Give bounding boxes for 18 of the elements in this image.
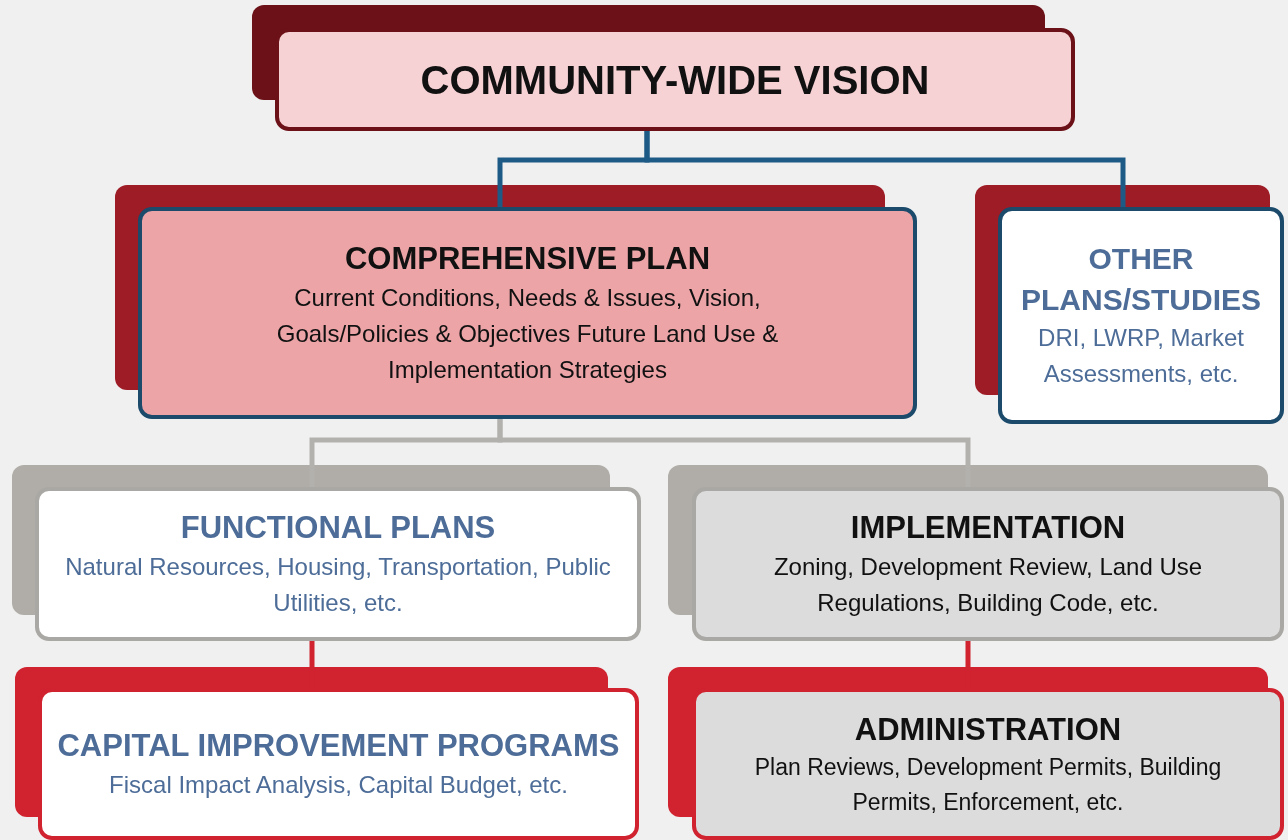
- plan-box: [138, 207, 917, 419]
- heading: FUNCTIONAL PLANS: [180, 509, 496, 548]
- heading: IMPLEMENTATION: [850, 509, 1126, 548]
- plan-box: [35, 487, 641, 641]
- description: Current Conditions, Needs & Issues, Vision, Goals/Policies & Objectives Future Land Use & Implementation Strategies: [275, 282, 780, 385]
- plan-box: [998, 207, 1284, 424]
- description: Fiscal Impact Analysis, Capital Budget, etc.: [109, 769, 568, 800]
- plan-box: [692, 487, 1284, 641]
- description: Plan Reviews, Development Permits, Building Permits, Enforcement, etc.: [753, 753, 1223, 817]
- description: DRI, LWRP, Market Assessments, etc.: [1037, 323, 1245, 389]
- heading: COMMUNITY-WIDE VISION: [420, 56, 930, 104]
- heading: COMPREHENSIVE PLAN: [344, 240, 711, 279]
- heading: CAPITAL IMPROVEMENT PROGRAMS: [57, 727, 620, 766]
- description: Natural Resources, Housing, Transportation, Public Utilities, etc.: [64, 551, 612, 618]
- heading: ADMINISTRATION: [854, 710, 1122, 749]
- description: Zoning, Development Review, Land Use Regulations, Building Code, etc.: [772, 551, 1204, 618]
- heading: OTHER PLANS/STUDIES: [1020, 241, 1262, 318]
- connector-line: [644, 131, 1126, 207]
